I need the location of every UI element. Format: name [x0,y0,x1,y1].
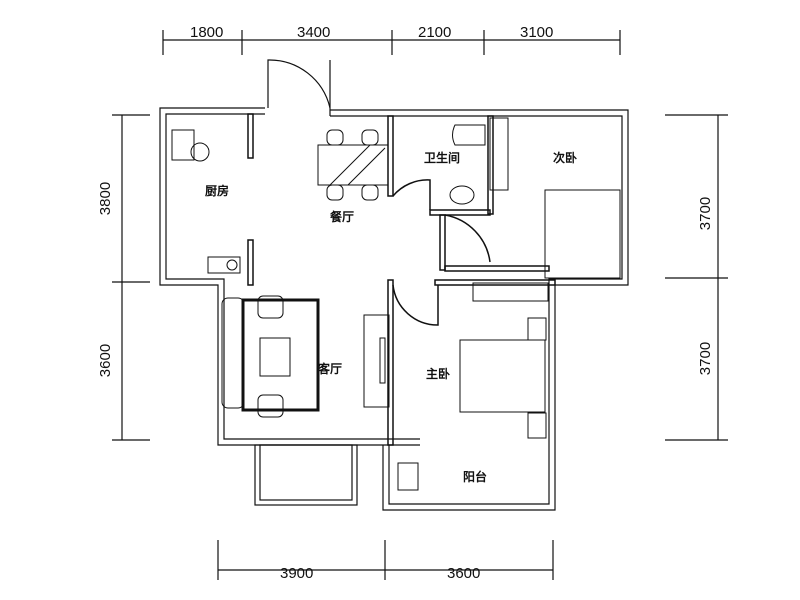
kitchen-sink [171,129,195,161]
dim-left-1: 3800 [97,181,115,216]
room-label-dining: 餐厅 [330,210,355,224]
outer-walls [159,60,629,511]
interior-walls [247,113,556,446]
dim-top-3: 2100 [418,24,452,41]
room-label-balcony: 阳台 [463,470,488,484]
dim-right-1: 3700 [697,196,715,231]
dim-right-2: 3700 [697,341,715,376]
washing-machine [397,462,419,491]
wardrobe-master [472,282,549,302]
room-label-living-room: 客厅 [318,362,343,376]
bed-master [459,339,546,413]
coffee-table [259,337,291,377]
dim-bottom-2: 3600 [447,565,481,582]
sofa [221,297,245,409]
room-label-second-bedroom: 次卧 [553,151,578,165]
dim-top-2: 3400 [297,24,331,41]
dim-bottom-1: 3900 [280,565,314,582]
room-label-bathroom: 卫生间 [424,151,461,165]
wardrobe-second [489,117,509,191]
toilet [452,124,486,146]
furniture [171,117,621,491]
dim-top-4: 3100 [520,24,554,41]
stove [207,256,241,274]
dining-table [317,144,389,186]
bed-second [544,189,621,279]
entrance-door [267,59,331,109]
room-label-master-bedroom: 主卧 [426,367,451,381]
washbasin [449,185,475,205]
dimension-lines [112,30,728,580]
dim-top-1: 1800 [190,24,224,41]
tv-cabinet [363,314,390,408]
room-label-kitchen: 厨房 [205,184,230,198]
dim-left-2: 3600 [97,343,115,378]
